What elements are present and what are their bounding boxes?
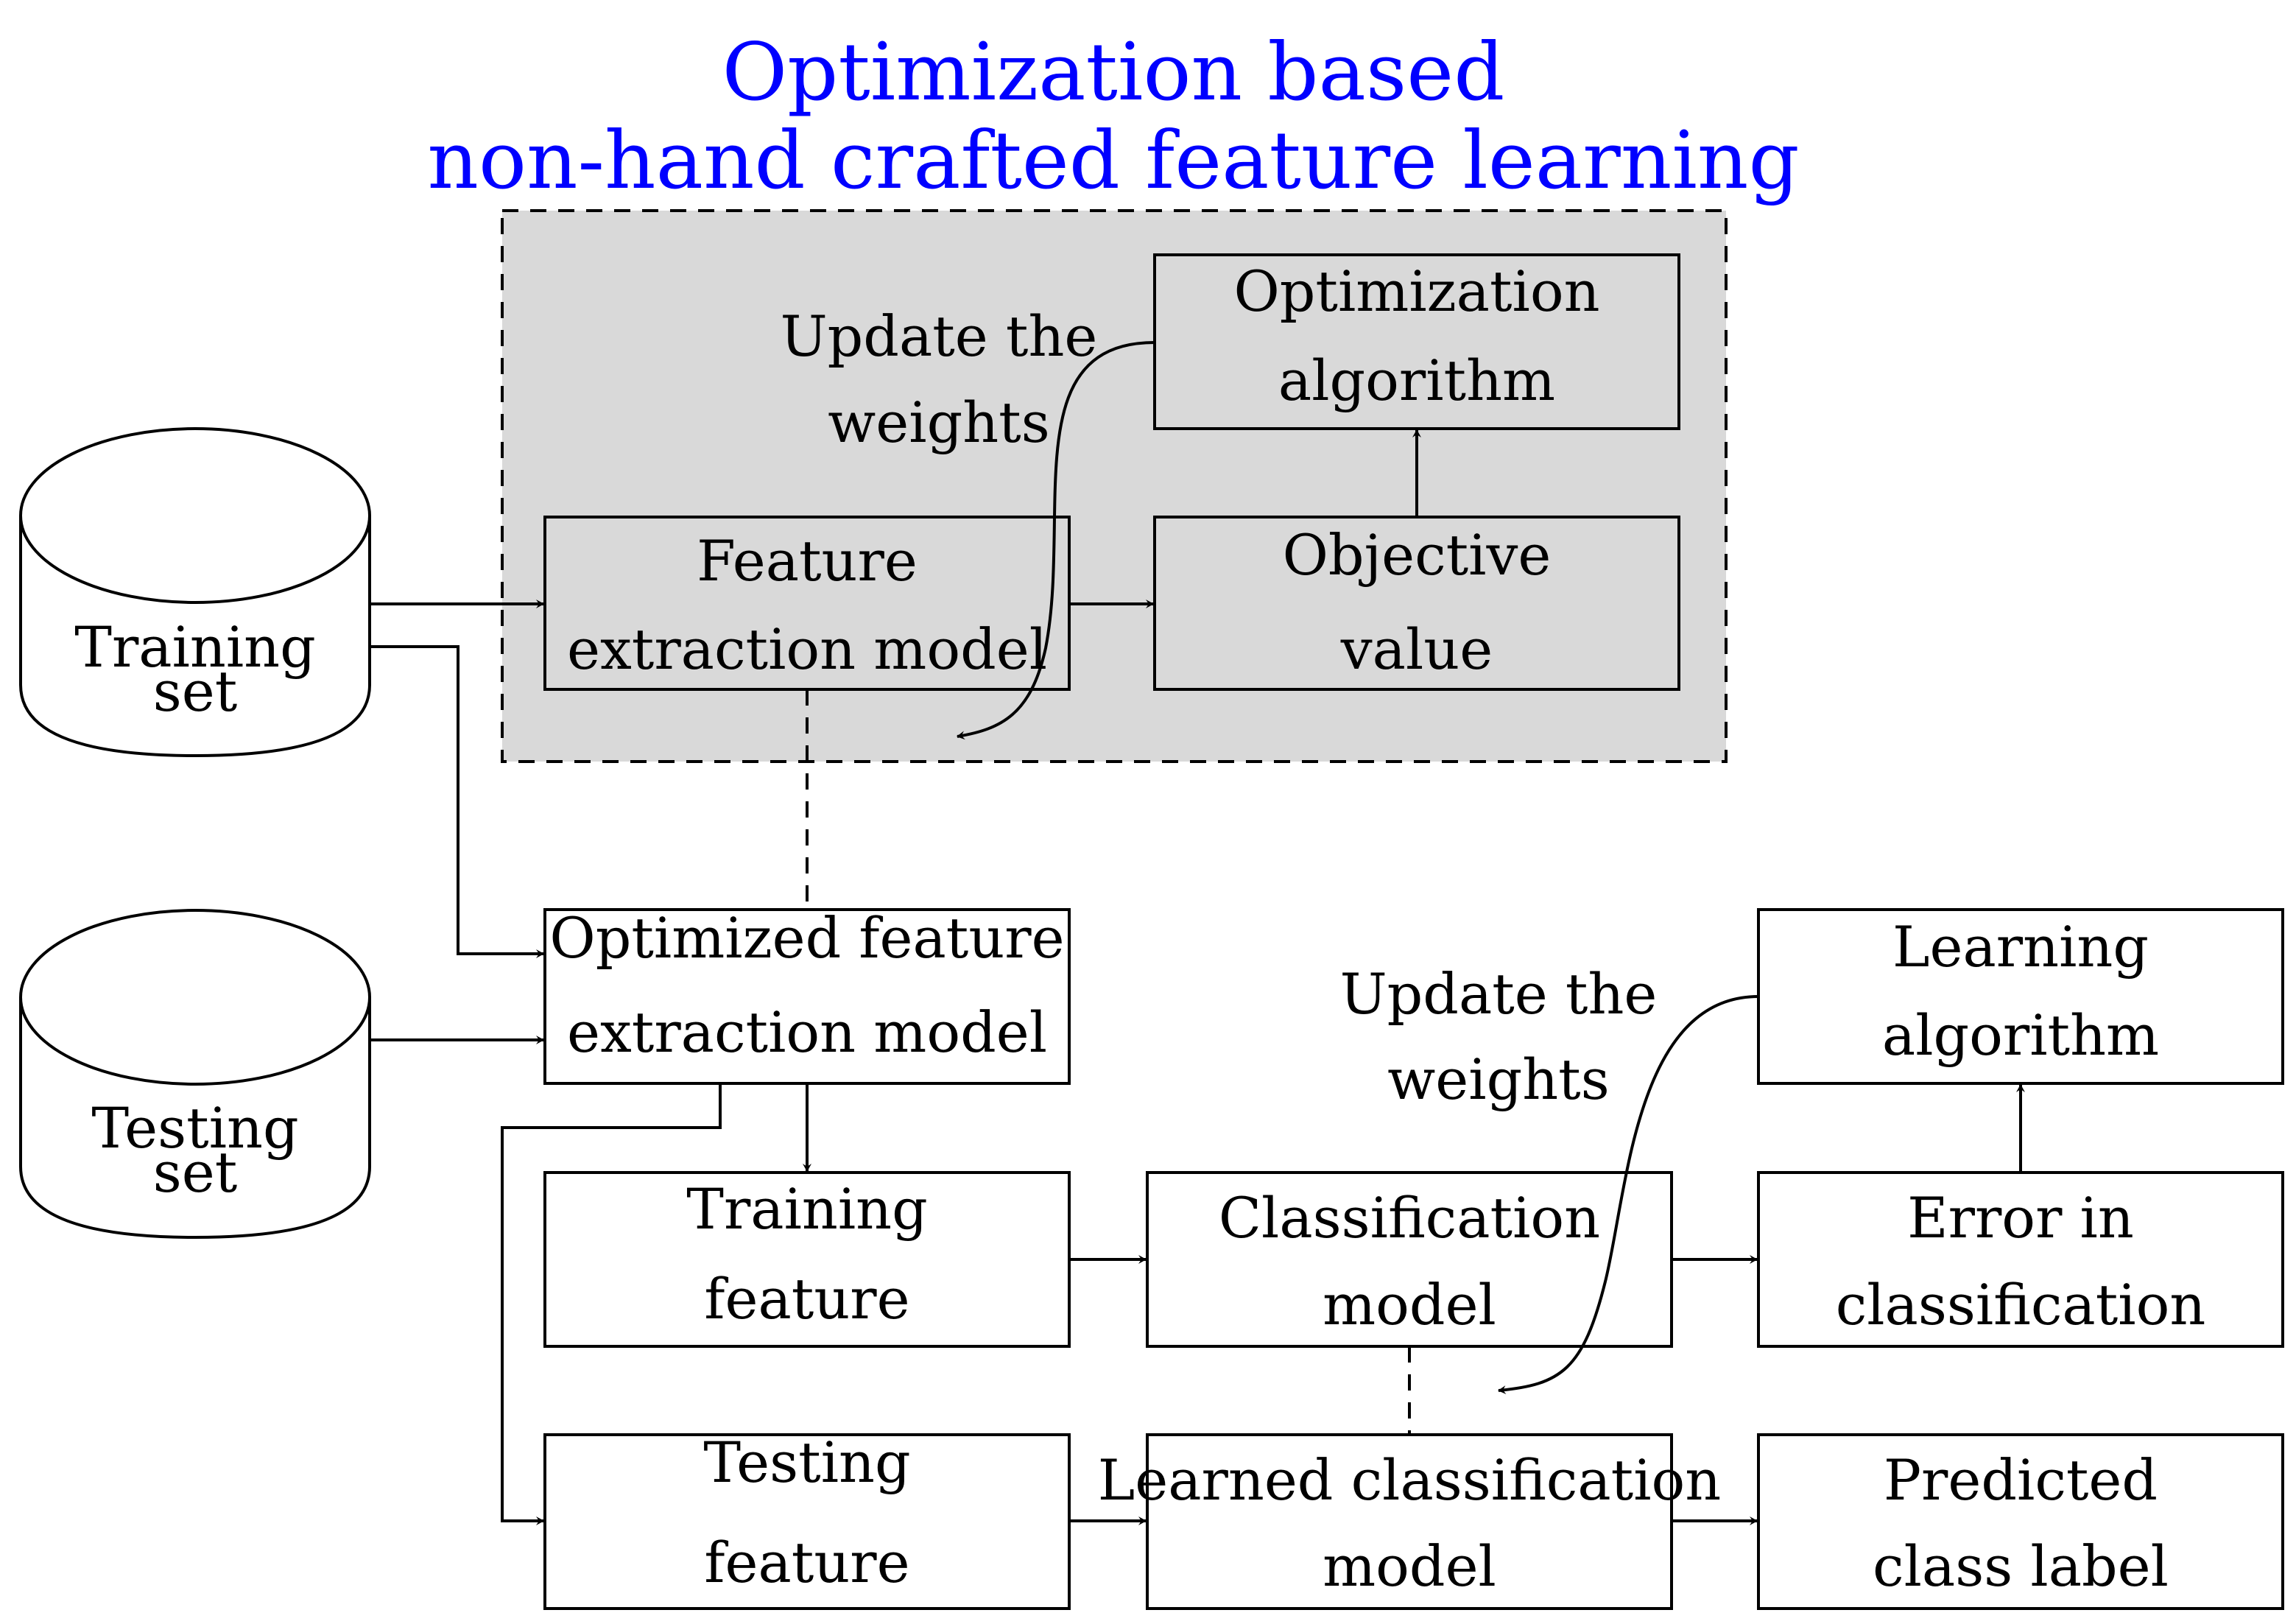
learning-algorithm-box: Learning algorithm [1757,908,2284,1085]
learned-classification-box: Learned classification model [1098,1433,1721,1610]
testing-set-label-2: set [153,1139,238,1205]
optimized-feature-label-1: Optimized feature [549,905,1064,971]
predicted-label-box: Predicted class label [1757,1433,2284,1610]
objective-value-label-2: value [1340,616,1493,682]
classification-model-label-2: model [1323,1272,1496,1337]
update-weights-label-top-1: Update the [781,303,1098,369]
error-classification-label-2: classification [1836,1272,2206,1337]
update-weights-label-bottom-2: weights [1387,1047,1609,1112]
learned-classification-label-1: Learned classification [1098,1447,1721,1513]
arrow-update-weights-top [957,341,1155,740]
feature-extraction-box: Feature extraction model [543,516,1071,691]
title-line-2: non-hand crafted feature learning [427,115,1799,207]
learned-classification-label-2: model [1323,1533,1496,1599]
error-classification-label-1: Error in [1907,1185,2134,1251]
update-weights-label-bottom-1: Update the [1340,961,1658,1027]
testing-set-cylinder: Testing set [19,909,371,1240]
optimization-algorithm-box: Optimization algorithm [1153,253,1680,430]
optimized-feature-box: Optimized feature extraction model [543,905,1071,1085]
feature-extraction-label-2: extraction model [567,616,1047,682]
training-feature-box: Training feature [543,1171,1071,1348]
testing-feature-label-1: Testing [703,1430,910,1495]
training-feature-label-2: feature [704,1266,909,1332]
classification-model-label-1: Classification [1219,1185,1600,1251]
learning-algorithm-label-1: Learning [1892,914,2149,980]
arrow-training-to-optimized-feature [370,645,544,958]
error-classification-box: Error in classification [1757,1171,2284,1348]
testing-feature-label-2: feature [704,1530,909,1595]
title-line-1: Optimization based [722,27,1505,119]
objective-value-label-1: Objective [1283,522,1552,588]
classification-model-box: Classification model [1146,1171,1673,1348]
update-weights-label-top-2: weights [828,390,1049,455]
training-feature-label-1: Training [686,1176,928,1242]
training-set-label-2: set [153,658,238,724]
learning-algorithm-label-2: algorithm [1882,1002,2159,1068]
testing-feature-box: Testing feature [543,1430,1071,1610]
arrow-optimized-to-testing-feature [501,1083,722,1525]
optimization-algorithm-label-1: Optimization [1233,259,1599,324]
predicted-label-label-2: class label [1873,1533,2169,1599]
arrow-update-weights-bottom [1498,995,1759,1395]
training-set-cylinder: Training set [19,427,371,758]
objective-value-box: Objective value [1153,516,1680,691]
training-set-label-1: Training [74,614,316,680]
testing-set-label-1: Testing [91,1095,298,1161]
optimized-feature-label-2: extraction model [567,999,1047,1065]
optimization-algorithm-label-2: algorithm [1278,348,1555,413]
feature-extraction-label-1: Feature [697,528,918,594]
predicted-label-label-1: Predicted [1884,1447,2158,1513]
